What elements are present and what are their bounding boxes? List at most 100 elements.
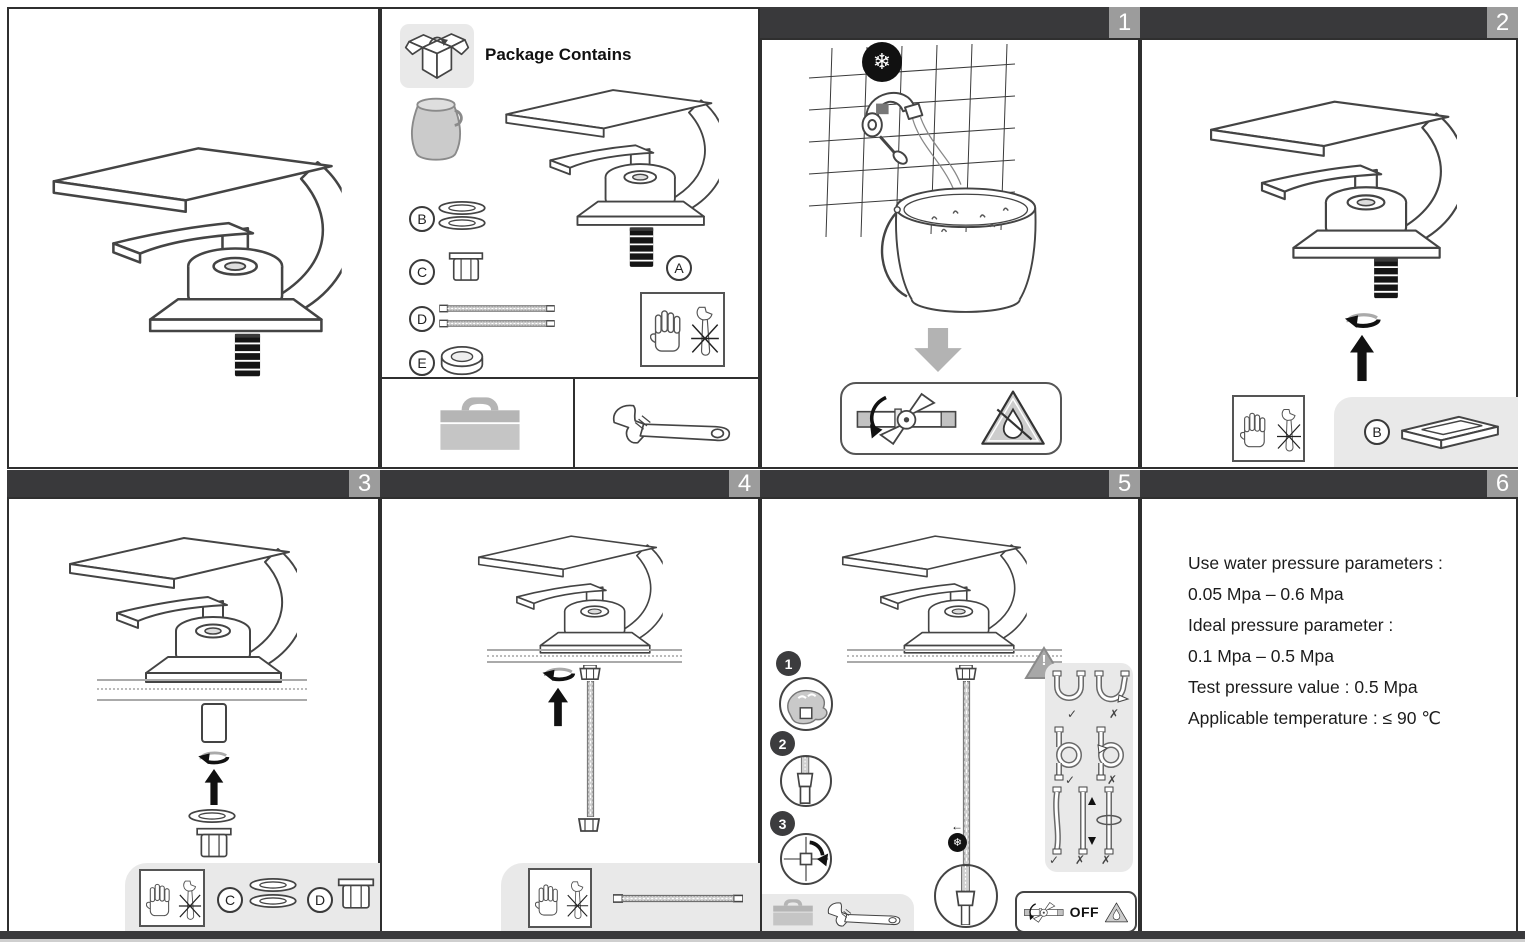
- left-arrow-icon: ←: [951, 819, 963, 833]
- panel-step-4: [380, 497, 760, 933]
- sub-step-2-detail: [780, 755, 832, 807]
- bottom-edge-bar: [0, 931, 1525, 939]
- step-bar-6: 6: [1140, 470, 1518, 497]
- no-water-triangle-icon: [977, 388, 1049, 448]
- threaded-shank-outline: [201, 703, 227, 743]
- part-label-b: B: [409, 206, 435, 232]
- panel-step-3: C D: [7, 497, 380, 933]
- no-wrench-icon: [566, 876, 589, 924]
- step-bar-1: 1: [760, 7, 1140, 38]
- pressure-line: Ideal pressure parameter :: [1188, 615, 1394, 635]
- faucet-illustration: [494, 61, 719, 239]
- part-label-b: B: [1364, 419, 1390, 445]
- supply-hose-icon: [438, 318, 556, 329]
- part-label-c: C: [409, 259, 435, 285]
- tap-and-bucket-illustration: [861, 91, 1037, 313]
- countertop-line: [97, 699, 307, 701]
- glove-icon: [146, 877, 174, 923]
- step-bar-4: 4: [380, 470, 760, 497]
- panel-step-1: ❄: [760, 38, 1140, 469]
- sub-step-2-badge: 2: [770, 731, 795, 756]
- parts-strip: C D: [125, 863, 380, 933]
- routing-ok-mark: ✓: [1067, 707, 1078, 721]
- shutoff-valve-box: OFF: [1015, 891, 1137, 933]
- hand-tools-warning: [640, 292, 725, 367]
- pressure-line: 0.1 Mpa – 0.5 Mpa: [1188, 646, 1334, 666]
- countertop-line: [847, 661, 1062, 663]
- mounting-nut-icon: [448, 251, 484, 283]
- step-bar-2: 2: [1140, 7, 1518, 38]
- routing-ok-mark: ✓: [1049, 853, 1060, 867]
- step-number-4: 4: [729, 470, 760, 497]
- tools-strip: [762, 894, 914, 933]
- hand-tools-warning: [528, 868, 592, 928]
- toolbox-icon: [770, 899, 816, 927]
- hand-tools-warning: [1232, 395, 1305, 462]
- pressure-line: Use water pressure parameters :: [1188, 553, 1443, 573]
- faucet-illustration: [832, 511, 1027, 665]
- supply-hose-icon: [438, 303, 556, 314]
- panel-package-contents: Package Contains A B C D E: [380, 7, 760, 469]
- close-valve-icon: [1023, 898, 1065, 926]
- countertop-line: [97, 679, 307, 681]
- package-title: Package Contains: [485, 45, 632, 64]
- countertop-line: [487, 661, 682, 663]
- toolbox-icon: [434, 397, 526, 453]
- mounting-nut-icon: [337, 877, 375, 911]
- caution-box: [840, 382, 1062, 455]
- ring-icon: [439, 343, 485, 379]
- countertop-line: [487, 649, 682, 651]
- hose-routing-panel: ✓ ✗ ✓ ✗ ✓ ✗ ✗: [1045, 663, 1133, 872]
- sub-step-3-badge: 3: [770, 811, 795, 836]
- routing-bad-mark: ✗: [1107, 773, 1118, 787]
- part-label-e: E: [409, 350, 435, 376]
- up-arrow-icon: [203, 769, 225, 805]
- cold-line-snowflake-icon: ❄: [948, 833, 967, 852]
- down-arrow-icon: [914, 328, 962, 372]
- gasket-icon: [247, 894, 299, 908]
- countertop-line: [847, 649, 1062, 651]
- mounting-nut-icon: [195, 827, 233, 859]
- tools-row-divider: [382, 377, 758, 379]
- routing-bad-mark: ✗: [1075, 853, 1086, 867]
- adjustable-wrench-icon: [610, 403, 736, 447]
- magnifier-detail: [934, 864, 998, 928]
- off-label: OFF: [1069, 904, 1100, 920]
- pitcher-icon: [407, 94, 465, 166]
- gasket-icon: [185, 809, 239, 823]
- countertop-hatch: [487, 655, 682, 657]
- gasket-icon: [437, 201, 487, 215]
- panel-intro-product: [7, 7, 380, 469]
- panel-step-2: B: [1140, 38, 1518, 469]
- routing-ok-mark: ✓: [1065, 773, 1076, 787]
- open-box-icon: [400, 24, 474, 88]
- faucet-illustration: [57, 507, 297, 697]
- step-number-1: 1: [1109, 7, 1140, 38]
- supply-hose: [586, 681, 595, 817]
- part-label-d: D: [409, 306, 435, 332]
- countertop-hatch: [97, 688, 307, 690]
- sub-step-1-detail: [779, 677, 833, 731]
- freeze-warning-icon: ❄: [862, 42, 902, 82]
- no-wrench-icon: [1276, 404, 1302, 456]
- rotate-arrow-icon: [538, 663, 580, 684]
- hand-tools-warning: [139, 869, 205, 927]
- glove-icon: [535, 876, 562, 924]
- faucet-illustration: [1197, 68, 1457, 274]
- water-drop-triangle-icon: [1104, 899, 1129, 926]
- threaded-shank-icon: [233, 333, 262, 379]
- up-arrow-icon: [548, 687, 568, 727]
- routing-bad-mark: ✗: [1101, 853, 1112, 867]
- page-edge-shadow: [0, 939, 1525, 942]
- hose-fitting-icon: [954, 665, 978, 681]
- countertop-hatch: [847, 655, 1062, 657]
- step-number-3: 3: [349, 470, 380, 497]
- part-b-callout: B: [1334, 397, 1518, 467]
- step-bar-5: 5: [760, 470, 1140, 497]
- hose-end-nut-icon: [576, 817, 602, 833]
- part-label-c: C: [217, 887, 243, 913]
- glove-icon: [650, 302, 686, 360]
- routing-bad-mark: ✗: [1109, 707, 1120, 721]
- hose-routing-diagrams: [1052, 670, 1130, 855]
